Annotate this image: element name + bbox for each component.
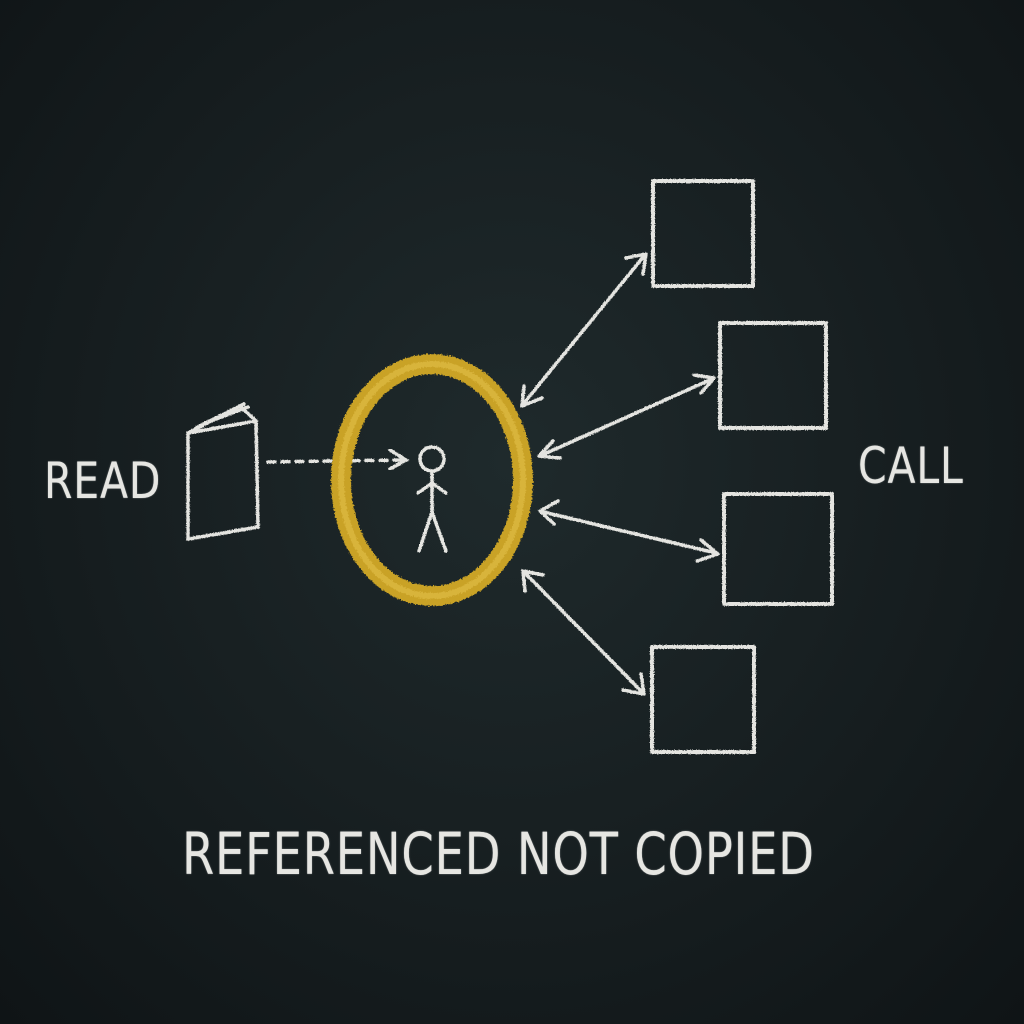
read-label: READ [44, 452, 162, 510]
call-label: CALL [858, 437, 964, 495]
target-box-2 [718, 321, 828, 430]
double-arrow-4 [521, 569, 646, 696]
target-box-1 [651, 179, 755, 288]
double-arrow-3 [538, 499, 720, 563]
gold-ring [331, 354, 533, 606]
book-icon [186, 402, 260, 541]
dotted-arrow [266, 448, 410, 471]
double-arrow-1 [520, 252, 648, 408]
double-arrow-2 [537, 373, 716, 460]
diagram-caption: REFERENCED NOT COPIED [182, 820, 815, 888]
stick-figure-icon [416, 445, 448, 553]
target-box-3 [722, 492, 834, 606]
target-box-4 [650, 645, 756, 754]
